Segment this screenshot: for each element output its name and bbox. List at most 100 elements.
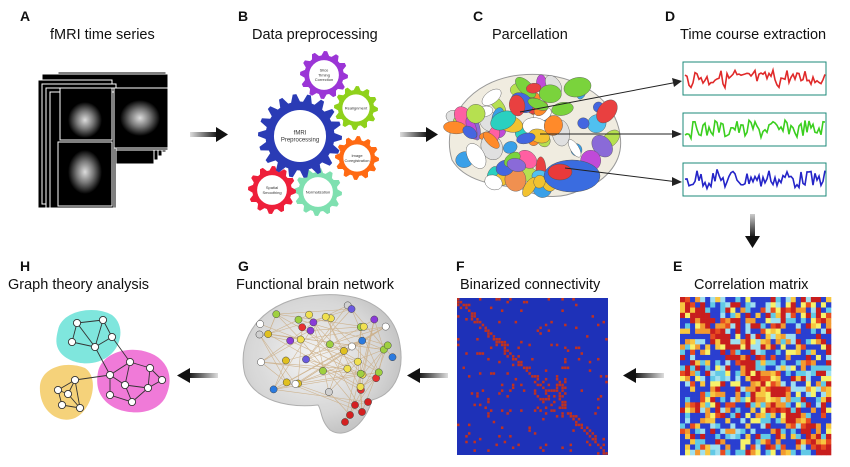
corr-cell: [820, 381, 827, 387]
corr-cell: [770, 339, 776, 345]
corr-cell: [710, 391, 716, 398]
corr-cell: [680, 365, 686, 372]
corr-cell: [690, 360, 696, 366]
network-node: [257, 358, 265, 366]
corr-cell: [810, 339, 817, 345]
corr-cell: [725, 418, 731, 424]
bin-cell: [547, 298, 551, 301]
network-edge: [374, 319, 385, 350]
corr-cell: [820, 302, 827, 308]
corr-cell: [710, 365, 716, 372]
corr-cell: [710, 333, 716, 340]
corr-cell: [685, 333, 691, 340]
arrow-a-to-b: [190, 127, 228, 142]
corr-cell: [705, 328, 711, 335]
network-edge: [260, 361, 287, 383]
corr-cell: [765, 386, 771, 393]
bin-cell: [498, 320, 501, 324]
bin-cell: [580, 352, 584, 355]
bin-cell: [564, 377, 567, 381]
corr-cell: [690, 333, 696, 340]
bin-cell: [517, 443, 520, 447]
corr-cell: [740, 312, 746, 319]
corr-cell: [705, 433, 711, 440]
bin-cell: [489, 306, 493, 310]
corr-cell: [795, 344, 802, 350]
bin-cell: [462, 303, 465, 307]
corr-cell: [705, 381, 711, 387]
network-edge: [259, 334, 296, 385]
corr-cell: [740, 339, 746, 345]
corr-cell: [795, 339, 802, 345]
corr-cell: [820, 444, 827, 451]
correlation-matrix: [680, 297, 832, 456]
bin-cell: [539, 383, 542, 387]
bin-cell: [484, 329, 487, 332]
network-edge: [378, 349, 385, 373]
corr-cell: [755, 386, 761, 393]
corr-cell: [790, 349, 797, 356]
parcel-region: [503, 141, 518, 154]
corr-cell: [750, 360, 756, 366]
corr-cell: [740, 344, 746, 350]
network-edge: [362, 340, 384, 350]
corr-cell: [765, 354, 771, 361]
corr-cell: [685, 423, 691, 429]
corr-cell: [760, 386, 766, 393]
bin-cell: [473, 403, 476, 407]
corr-cell: [755, 423, 761, 429]
corr-cell: [775, 354, 781, 361]
corr-cell: [775, 412, 781, 419]
bin-cell: [564, 360, 567, 364]
corr-cell: [820, 333, 827, 340]
bin-cell: [558, 392, 562, 395]
corr-cell: [760, 391, 766, 398]
corr-cell: [795, 360, 802, 366]
corr-cell: [710, 323, 716, 329]
corr-cell: [715, 407, 721, 414]
corr-cell: [765, 328, 771, 335]
corr-cell: [730, 412, 736, 419]
corr-cell: [690, 376, 696, 382]
corr-cell: [735, 344, 741, 350]
corr-cell: [770, 423, 776, 429]
corr-cell: [775, 433, 781, 440]
bin-cell: [577, 417, 581, 421]
corr-cell: [770, 402, 776, 408]
corr-cell: [825, 312, 832, 319]
bin-cell: [544, 369, 548, 372]
corr-cell: [780, 312, 786, 319]
bin-cell: [503, 352, 507, 355]
corr-cell: [800, 307, 807, 314]
bin-cell: [577, 423, 581, 427]
bin-cell: [514, 320, 518, 324]
corr-cell: [730, 386, 736, 393]
corr-cell: [825, 402, 832, 408]
bin-cell: [520, 309, 523, 312]
bin-cell: [481, 352, 485, 355]
bin-cell: [517, 346, 520, 350]
arrow-b-to-c: [400, 127, 438, 142]
bin-cell: [495, 337, 498, 341]
corr-cell: [725, 397, 731, 403]
bin-cell: [506, 412, 509, 415]
corr-cell: [695, 297, 701, 303]
corr-cell: [735, 449, 741, 456]
bin-cell: [489, 332, 493, 335]
corr-cell: [770, 354, 776, 361]
corr-cell: [745, 428, 751, 435]
corr-cell: [755, 418, 761, 424]
bin-cell: [550, 389, 553, 392]
corr-cell: [710, 370, 716, 377]
parcel-region: [543, 115, 563, 136]
bin-cell: [487, 332, 490, 335]
corr-cell: [795, 370, 802, 377]
corr-cell: [695, 386, 701, 393]
corr-cell: [710, 397, 716, 403]
corr-cell: [715, 381, 721, 387]
gear-slice-timing-label: Correction: [315, 77, 333, 82]
corr-cell: [740, 297, 746, 303]
corr-cell: [725, 339, 731, 345]
corr-cell: [690, 365, 696, 372]
graph-node: [67, 337, 77, 347]
